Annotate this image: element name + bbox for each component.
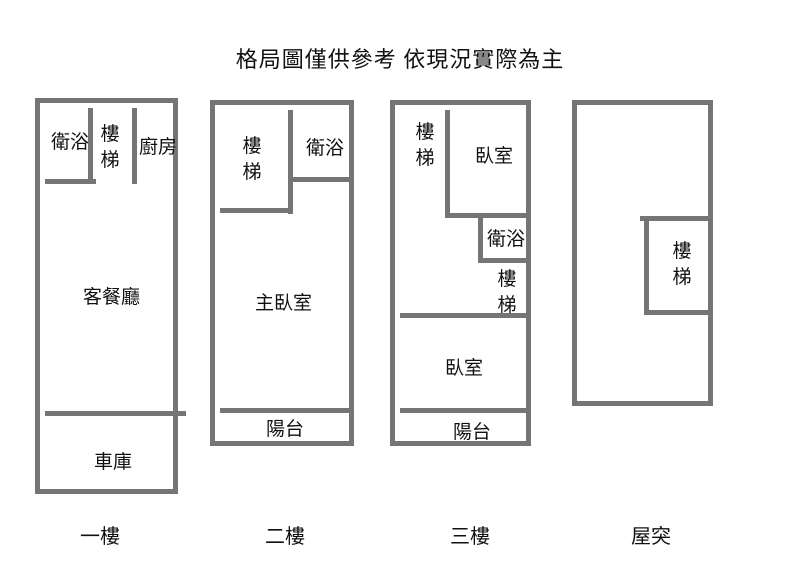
room-label-3f-bathroom: 衛浴 bbox=[487, 229, 526, 250]
room-label-1f-kitchen: 廚房 bbox=[139, 137, 178, 158]
wall-3f-balcony-divider bbox=[400, 408, 531, 413]
floor-plan-rooftop: 樓梯 bbox=[572, 100, 713, 406]
room-label-2f-master-bedroom: 主臥室 bbox=[255, 293, 313, 314]
room-label-3f-bedroom-front: 臥室 bbox=[475, 146, 514, 167]
room-label-3f-stairs-upper: 樓梯 bbox=[415, 122, 435, 169]
room-label-2f-bathroom: 衛浴 bbox=[306, 138, 345, 159]
floor-label-1f: 一樓 bbox=[80, 526, 120, 548]
room-label-3f-bedroom-rear: 臥室 bbox=[445, 358, 484, 379]
wall-3f-bedroom-front-bottom bbox=[445, 213, 531, 218]
wall-3f-bedroom-front-left bbox=[445, 110, 450, 218]
floor-label-2f: 二樓 bbox=[265, 526, 305, 548]
room-label-3f-stairs-lower: 樓梯 bbox=[497, 269, 517, 316]
wall-1f-kitchen-left bbox=[132, 108, 137, 184]
wall-3f-bathroom-bottom bbox=[478, 258, 531, 263]
room-label-1f-bathroom: 衛浴 bbox=[51, 132, 90, 153]
room-label-1f-living-dining: 客餐廳 bbox=[83, 287, 141, 308]
room-label-2f-stairs: 樓梯 bbox=[242, 136, 262, 183]
wall-1f-garage-divider bbox=[45, 411, 186, 416]
floor-plan-2f: 樓梯 衛浴 主臥室 陽台 bbox=[210, 100, 354, 446]
wall-2f-stairs-bottom bbox=[220, 208, 293, 213]
disclaimer-title: 格局圖僅供參考 依現況實際為主 bbox=[235, 47, 565, 72]
wall-rooftop-stairs-bottom bbox=[644, 310, 713, 315]
wall-rooftop-stairs-top bbox=[640, 216, 713, 221]
room-label-2f-balcony: 陽台 bbox=[266, 419, 305, 440]
wall-2f-bathroom-bottom bbox=[288, 177, 354, 182]
wall-3f-mid-divider bbox=[400, 313, 531, 318]
wall-1f-bathroom-bottom bbox=[45, 179, 96, 184]
floor-plan-3f: 樓梯 臥室 衛浴 樓梯 臥室 陽台 bbox=[390, 100, 531, 446]
wall-1f-bathroom-right bbox=[88, 108, 93, 184]
wall-rooftop-stairs-left bbox=[644, 216, 649, 315]
room-label-1f-garage: 車庫 bbox=[94, 452, 133, 473]
floor-label-3f: 三樓 bbox=[450, 526, 490, 548]
wall-3f-bathroom-left bbox=[478, 218, 483, 263]
floor-label-rooftop: 屋突 bbox=[631, 526, 671, 548]
room-label-1f-stairs: 樓梯 bbox=[100, 124, 120, 171]
wall-2f-balcony-divider bbox=[220, 408, 354, 413]
floor-plan-1f: 衛浴 樓梯 廚房 客餐廳 車庫 bbox=[35, 98, 186, 494]
room-label-rooftop-stairs: 樓梯 bbox=[672, 241, 692, 288]
wall-2f-stairs-right bbox=[288, 110, 293, 214]
room-label-3f-balcony: 陽台 bbox=[453, 422, 492, 443]
